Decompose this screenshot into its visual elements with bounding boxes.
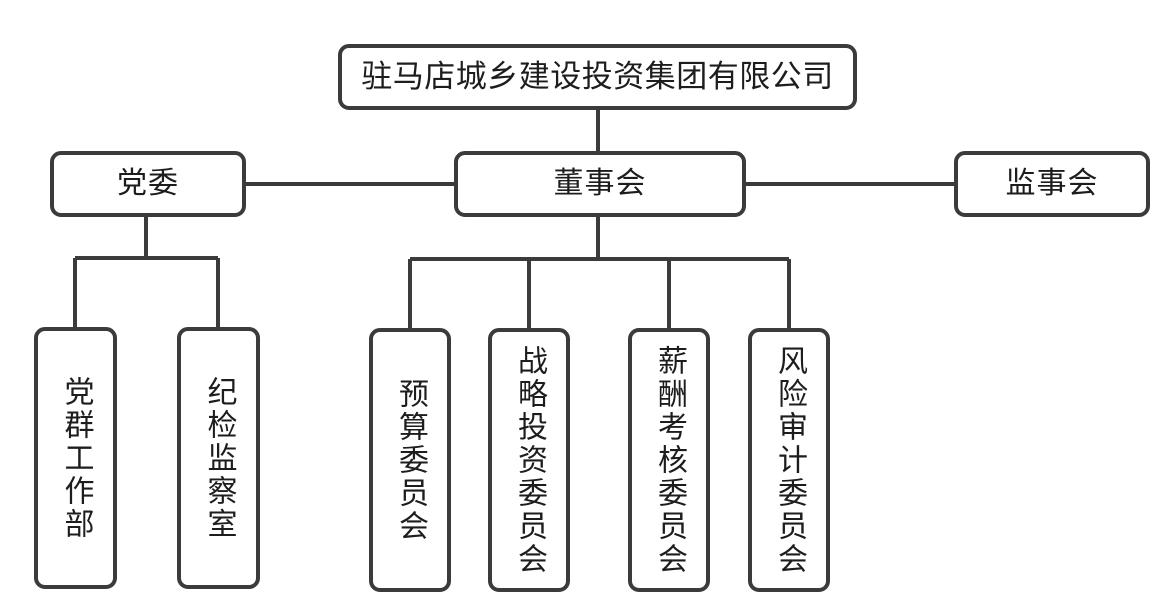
node-party-committee[interactable]: 党委 bbox=[50, 151, 246, 217]
node-party-work-department-label: 党群工作部 bbox=[59, 375, 93, 541]
node-compensation-assessment-committee[interactable]: 薪酬考核委员会 bbox=[628, 328, 710, 592]
node-board-of-supervisors-label: 监事会 bbox=[1005, 167, 1099, 201]
node-board-of-directors-label: 董事会 bbox=[553, 167, 647, 201]
node-budget-committee[interactable]: 预算委员会 bbox=[369, 328, 451, 592]
node-root-company[interactable]: 驻马店城乡建设投资集团有限公司 bbox=[338, 44, 857, 110]
node-root-company-label: 驻马店城乡建设投资集团有限公司 bbox=[361, 58, 834, 94]
node-strategic-investment-committee[interactable]: 战略投资委员会 bbox=[488, 328, 570, 592]
node-risk-audit-committee[interactable]: 风险审计委员会 bbox=[748, 328, 830, 592]
node-party-committee-label: 党委 bbox=[117, 167, 179, 201]
node-budget-committee-label: 预算委员会 bbox=[394, 377, 427, 543]
node-party-work-department[interactable]: 党群工作部 bbox=[34, 327, 117, 589]
node-discipline-inspection-office[interactable]: 纪检监察室 bbox=[177, 327, 260, 589]
node-compensation-assessment-committee-label: 薪酬考核委员会 bbox=[653, 344, 686, 576]
node-discipline-inspection-office-label: 纪检监察室 bbox=[202, 375, 236, 541]
node-strategic-investment-committee-label: 战略投资委员会 bbox=[513, 344, 546, 576]
node-board-of-supervisors[interactable]: 监事会 bbox=[954, 151, 1150, 217]
node-board-of-directors[interactable]: 董事会 bbox=[454, 151, 746, 217]
node-risk-audit-committee-label: 风险审计委员会 bbox=[773, 344, 806, 576]
